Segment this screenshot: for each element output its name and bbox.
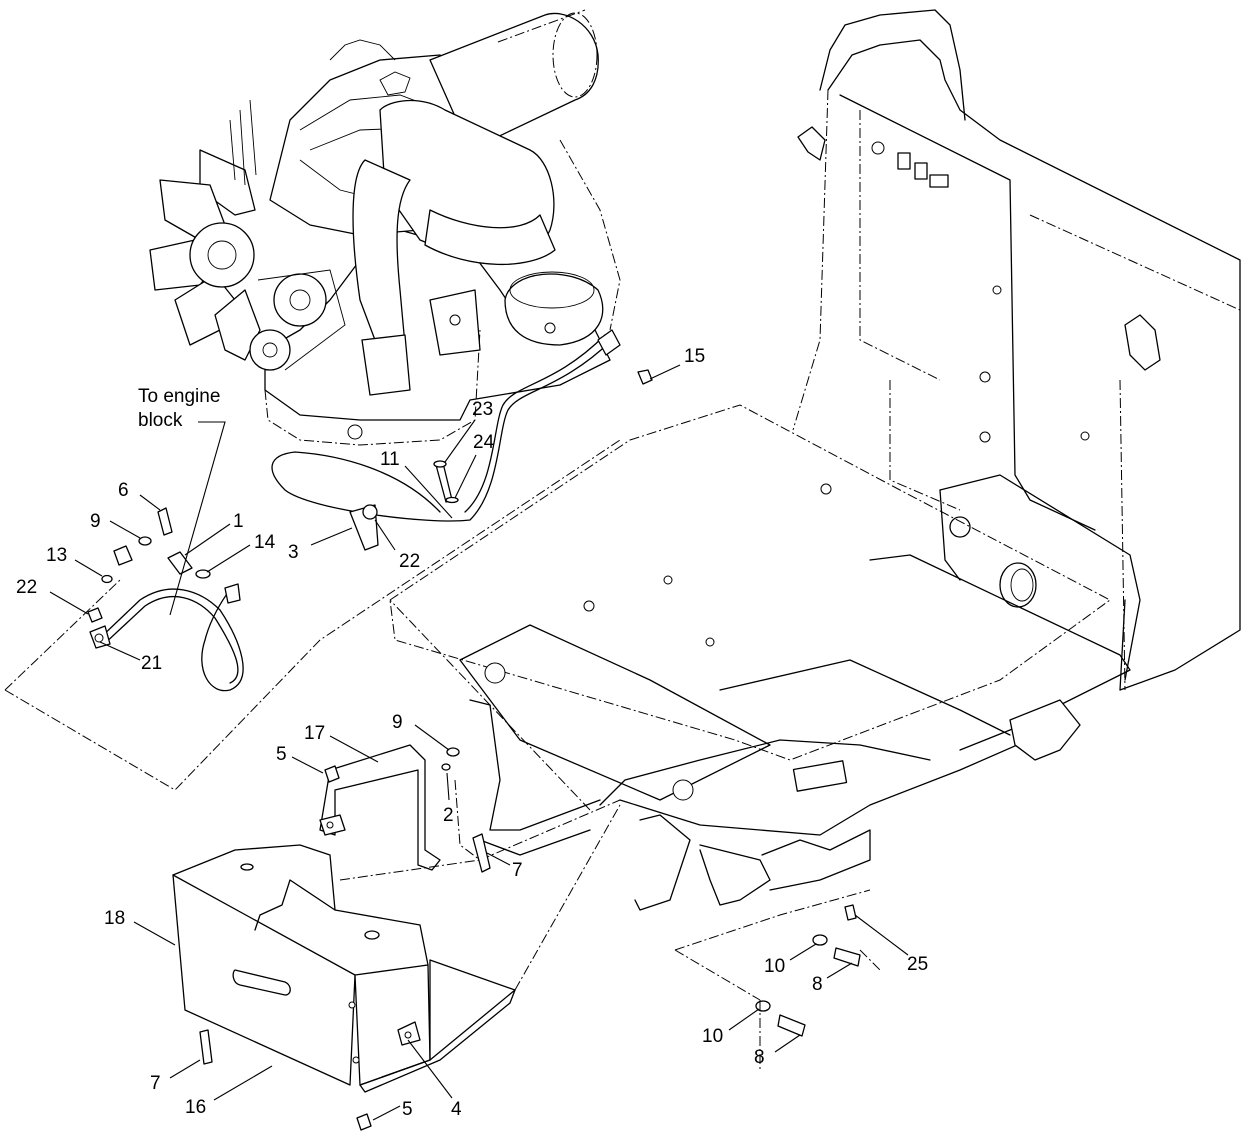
bolt-8-lower — [777, 1014, 806, 1037]
ground-cable — [89, 545, 244, 692]
callout-7-upper: 7 — [512, 860, 523, 881]
callout-13: 13 — [46, 545, 67, 566]
callout-11: 11 — [380, 449, 400, 470]
callout-9-lower: 9 — [392, 712, 403, 733]
callout-9-upper: 9 — [90, 511, 101, 532]
nut-5-upper — [324, 765, 340, 783]
bolt-23 — [433, 460, 459, 504]
washer-9-upper — [138, 536, 152, 546]
nut-5-lower — [356, 1113, 372, 1131]
callout-8-upper: 8 — [812, 974, 823, 995]
leader-lines — [49, 364, 909, 1121]
callout-10-lower: 10 — [702, 1026, 723, 1047]
callout-2: 2 — [443, 805, 454, 826]
callout-5-upper: 5 — [276, 744, 287, 765]
battery-cable-positive — [271, 329, 621, 551]
callout-10-upper: 10 — [764, 956, 785, 977]
callout-17: 17 — [304, 723, 325, 744]
washer-13 — [101, 574, 113, 584]
washer-14 — [195, 569, 211, 579]
note-line-1: To engine — [138, 386, 220, 407]
callout-7-lower: 7 — [150, 1073, 161, 1094]
bolt-7-lower — [199, 1029, 213, 1065]
washer-10-upper — [812, 934, 828, 946]
callout-25: 25 — [907, 954, 928, 975]
callout-8-lower: 8 — [754, 1047, 765, 1068]
note-line-2: block — [138, 410, 183, 431]
callout-6: 6 — [118, 480, 129, 501]
callout-16: 16 — [185, 1097, 206, 1118]
nut-15 — [637, 369, 653, 385]
callout-24: 24 — [473, 432, 495, 453]
callout-labels: 15 23 24 11 6 9 1 14 13 22 3 22 21 9 17 … — [16, 346, 928, 1120]
callout-5-lower: 5 — [402, 1099, 413, 1120]
clip-25 — [844, 904, 857, 921]
washer-9-lower — [446, 747, 460, 757]
engine — [149, 9, 621, 446]
nut-22-lower — [87, 607, 103, 623]
main-frame — [389, 9, 1241, 911]
battery-tray-16 — [359, 959, 516, 1093]
callout-21: 21 — [141, 653, 162, 674]
battery-hold-down-17 — [319, 744, 441, 871]
callout-3: 3 — [288, 542, 299, 563]
callout-15: 15 — [684, 346, 705, 367]
callout-22-left: 22 — [16, 577, 37, 598]
callout-22-right: 22 — [399, 551, 420, 572]
callout-4: 4 — [451, 1099, 462, 1120]
bolt-1 — [167, 551, 193, 575]
cooling-fan — [149, 149, 261, 361]
bolt-7-upper — [472, 833, 491, 873]
battery-box-18 — [172, 844, 431, 1086]
washer-2 — [441, 763, 451, 771]
callout-1: 1 — [233, 511, 244, 532]
callout-18: 18 — [104, 908, 125, 929]
bolt-8-upper — [833, 947, 861, 967]
callout-23: 23 — [472, 399, 493, 420]
callout-14: 14 — [254, 532, 276, 553]
bolt-6 — [157, 507, 173, 536]
